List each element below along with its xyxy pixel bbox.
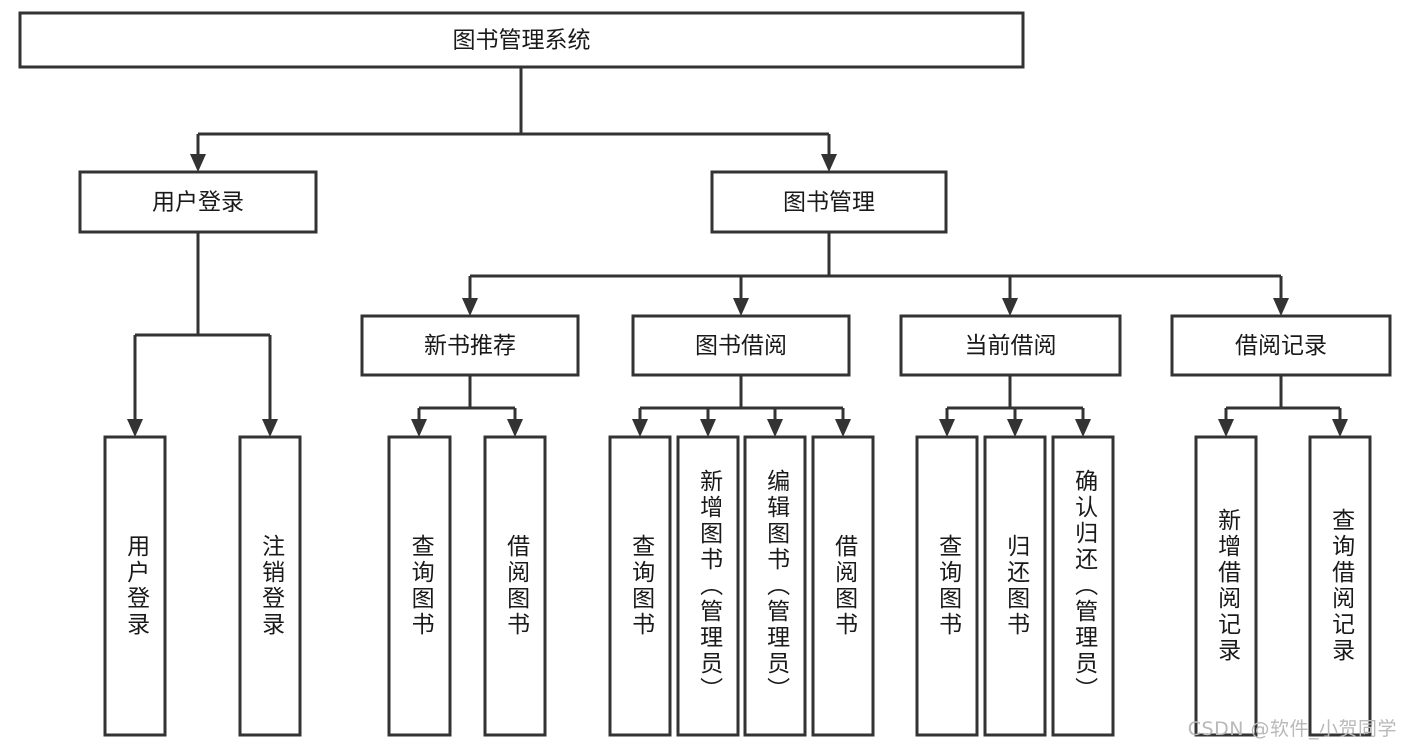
arrow-head-level2_book_to_level3-0 — [462, 298, 478, 316]
arrow-head-borrow_to_leaves-3 — [835, 419, 851, 437]
node-leaf-query-book-rec-box — [387, 435, 452, 737]
node-leaf-user-logout-box — [238, 435, 302, 737]
node-book-borrow-label: 图书借阅 — [695, 333, 787, 359]
node-leaf-add-book-box — [676, 435, 740, 737]
node-borrow-record-label: 借阅记录 — [1235, 333, 1327, 359]
node-leaf-edit-book-box — [743, 435, 807, 737]
node-leaf-confirm-return-box — [1051, 435, 1115, 737]
connector-layer — [127, 67, 1348, 437]
arrow-head-current_to_leaves-2 — [1075, 419, 1091, 437]
node-leaf-add-record-box — [1194, 435, 1258, 737]
arrow-head-rec_to_leaves-0 — [411, 419, 427, 437]
node-box-layer — [18, 11, 1392, 737]
arrow-head-level2_user_to_leaves-1 — [262, 419, 278, 437]
arrow-head-borrow_to_leaves-2 — [767, 419, 783, 437]
node-book-manage-label: 图书管理 — [783, 190, 875, 216]
arrow-head-level2_book_to_level3-1 — [733, 298, 749, 316]
node-leaf-return-book-box — [983, 435, 1047, 737]
node-new-book-recommend-label: 新书推荐 — [424, 333, 516, 359]
node-leaf-query-book-bor-box — [608, 435, 672, 737]
arrow-head-current_to_leaves-1 — [1007, 419, 1023, 437]
node-root-box — [18, 11, 1025, 69]
node-current-borrow-box — [899, 314, 1122, 377]
node-user-login-label: 用户登录 — [152, 190, 244, 216]
node-leaf-borrow-book-bor-box — [811, 435, 875, 737]
node-root-label: 图书管理系统 — [453, 28, 591, 54]
arrow-head-level2_book_to_level3-3 — [1273, 298, 1289, 316]
node-new-book-recommend-box — [360, 314, 580, 377]
arrow-head-record_to_leaves-1 — [1332, 419, 1348, 437]
arrow-head-current_to_leaves-0 — [939, 419, 955, 437]
arrow-head-root_to_level2-1 — [821, 154, 837, 172]
arrow-head-level2_user_to_leaves-0 — [127, 419, 143, 437]
arrow-head-rec_to_leaves-1 — [507, 419, 523, 437]
arrow-head-root_to_level2-0 — [190, 154, 206, 172]
node-leaf-query-record-box — [1308, 435, 1372, 737]
node-borrow-record-box — [1170, 314, 1392, 377]
watermark-text: CSDN @软件_小贺同学 — [1187, 718, 1397, 740]
node-book-manage-box — [710, 170, 948, 234]
node-book-borrow-box — [631, 314, 851, 377]
node-leaf-user-login-box — [103, 435, 167, 737]
node-leaf-borrow-book-rec-box — [483, 435, 547, 737]
node-leaf-query-book-cur-box — [915, 435, 979, 737]
arrow-head-borrow_to_leaves-1 — [700, 419, 716, 437]
arrow-head-record_to_leaves-0 — [1218, 419, 1234, 437]
node-user-login-box — [78, 170, 318, 234]
arrow-head-borrow_to_leaves-0 — [632, 419, 648, 437]
arrow-head-level2_book_to_level3-2 — [1002, 298, 1018, 316]
node-current-borrow-label: 当前借阅 — [965, 333, 1057, 359]
